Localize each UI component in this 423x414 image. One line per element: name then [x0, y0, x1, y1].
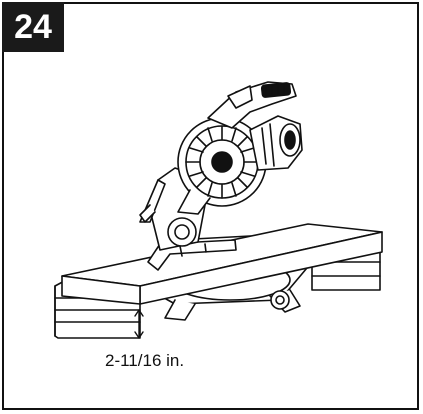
- blade-guard: [177, 117, 267, 215]
- step-number-badge: 24: [2, 2, 64, 52]
- motor-housing: [249, 115, 303, 171]
- workpiece-board: [61, 223, 383, 305]
- instruction-frame: [2, 2, 419, 410]
- step-number: 24: [14, 7, 52, 46]
- saw-handle: [207, 81, 297, 129]
- height-dimension-arrow: [134, 309, 144, 339]
- measurement-label: 2-11/16 in.: [105, 351, 185, 370]
